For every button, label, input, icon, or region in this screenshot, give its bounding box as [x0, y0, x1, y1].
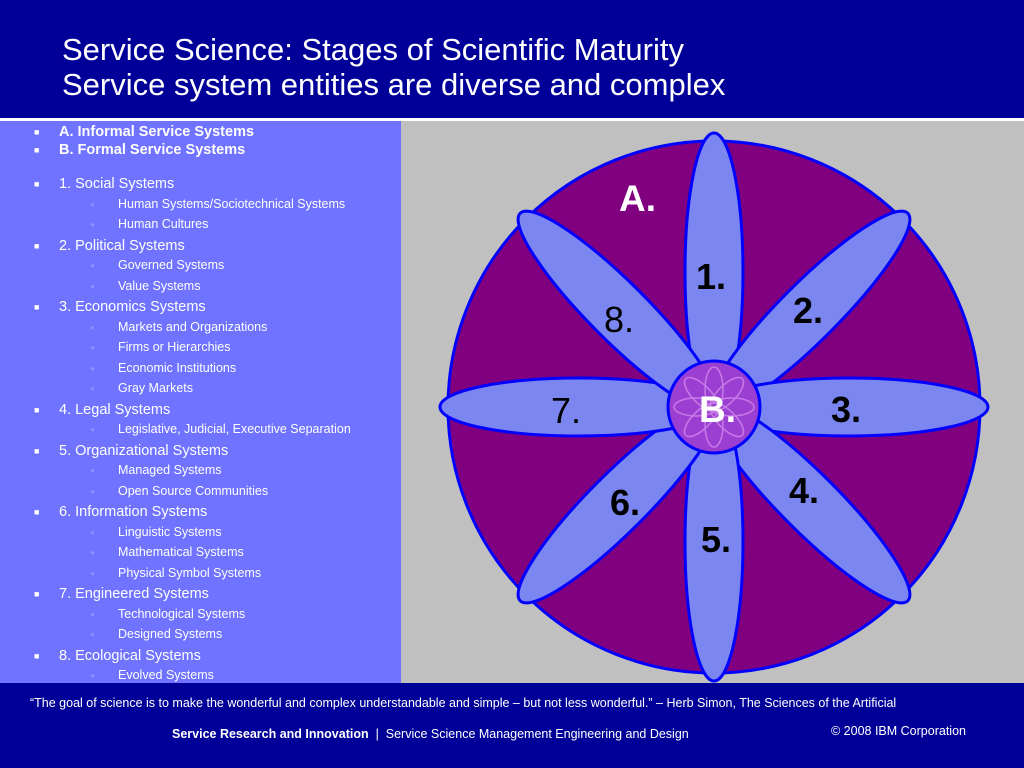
category-item-text: 8. Ecological Systems: [59, 647, 201, 664]
entity-list-panel: ■ A. Informal Service Systems ■ B. Formal S…: [0, 121, 401, 703]
footer-bar: [0, 683, 1024, 768]
petal-label-4: 4.: [789, 470, 819, 511]
bullet-icon: ●: [90, 568, 95, 578]
bullet-icon: ■: [34, 589, 40, 599]
footer-credits: Service Research and Innovation | Servic…: [172, 727, 689, 741]
bullet-icon: ■: [34, 650, 40, 661]
bullet-icon: ■: [34, 445, 40, 456]
bullet-icon: ■: [34, 240, 40, 251]
bullet-icon: ■: [34, 404, 40, 415]
subcategory-item-text: Governed Systems: [118, 258, 225, 272]
petal-label-1: 1.: [696, 256, 726, 297]
category-item-text: 1. Social Systems: [59, 176, 175, 192]
footer-quote: “The goal of science is to make the wond…: [30, 696, 897, 710]
subcategory-item-text: Human Cultures: [118, 217, 209, 231]
subcategory-item-text: Designed Systems: [118, 627, 223, 641]
bullet-icon: ●: [90, 363, 95, 373]
petal-label-8: 8.: [604, 299, 634, 340]
header-bar: [0, 0, 1024, 118]
subcategory-item-text: Legislative, Judicial, Executive Separat…: [118, 422, 351, 436]
subcategory-item-text: Linguistic Systems: [118, 524, 222, 539]
category-item-text: 4. Legal Systems: [59, 401, 171, 418]
subcategory-item-text: Markets and Organizations: [118, 319, 268, 334]
subcategory-item-text: Economic Institutions: [118, 360, 237, 375]
bullet-icon: ■: [34, 507, 40, 517]
center-pattern: [673, 366, 755, 448]
formal-item-text: A. Informal Service Systems: [59, 124, 255, 140]
category-item-text: 2. Political Systems: [59, 237, 185, 254]
bullet-icon: ●: [90, 384, 95, 393]
footer-org: Service Research and Innovation: [172, 727, 369, 741]
petals-group: [438, 131, 990, 683]
bullet-icon: ●: [90, 343, 95, 352]
bullet-icon: ■: [34, 179, 40, 189]
bullet-icon: ●: [90, 281, 95, 291]
petal-label-2: 2.: [793, 290, 823, 331]
bullet-icon: ●: [90, 425, 95, 434]
slide-title: Service Science: Stages of Scientific Ma…: [62, 32, 684, 67]
subcategory-item-text: Open Source Communities: [118, 483, 269, 498]
subcategory-item-text: Value Systems: [118, 278, 201, 293]
header-divider: [0, 118, 1024, 121]
bullet-icon: ■: [34, 302, 40, 312]
bullet-icon: ●: [90, 199, 95, 209]
petal-label-3: 3.: [831, 389, 861, 430]
slide-subtitle: Service system entities are diverse and …: [62, 67, 726, 102]
bullet-icon: ●: [90, 630, 95, 639]
category-item-text: 6. Information Systems: [59, 504, 208, 520]
subcategory-item-text: Physical Symbol Systems: [118, 565, 262, 580]
bullet-icon: ●: [90, 486, 95, 496]
petal-label-7: 7.: [551, 390, 581, 431]
center-label: B.: [699, 389, 736, 430]
bullet-icon: ■: [34, 145, 40, 155]
flower-diagram: A. B. 1. 2. 3. 4. 5. 6. 7. 8.: [438, 131, 990, 683]
outer-label: A.: [619, 178, 656, 219]
bullet-icon: ■: [34, 127, 40, 137]
bullet-icon: ●: [90, 261, 95, 270]
petal-label-6: 6.: [610, 482, 640, 523]
category-item-text: 5. Organizational Systems: [59, 442, 229, 459]
footer-program: Service Science Management Engineering a…: [385, 727, 689, 741]
footer-separator: |: [375, 727, 379, 741]
formal-item-text: B. Formal Service Systems: [59, 142, 246, 158]
petal-label-5: 5.: [701, 519, 731, 560]
bullet-icon: ●: [90, 322, 95, 332]
bullet-icon: ●: [90, 220, 95, 229]
bullet-icon: ●: [90, 527, 95, 537]
bullet-icon: ●: [90, 466, 95, 475]
subcategory-item-text: Evolved Systems: [118, 668, 214, 682]
category-item-text: 7. Engineered Systems: [59, 586, 209, 602]
subcategory-item-text: Managed Systems: [118, 463, 222, 477]
subcategory-item-text: Human Systems/Sociotechnical Systems: [118, 196, 346, 211]
bullet-icon: ●: [90, 548, 95, 557]
subcategory-item-text: Gray Markets: [118, 381, 194, 395]
subcategory-item-text: Mathematical Systems: [118, 545, 244, 559]
center-pattern-petal: [683, 376, 719, 412]
footer-copyright: © 2008 IBM Corporation: [831, 724, 966, 738]
subcategory-item-text: Firms or Hierarchies: [118, 340, 231, 354]
category-item-text: 3. Economics Systems: [59, 299, 206, 315]
bullet-icon: ●: [90, 609, 95, 619]
bullet-icon: ●: [90, 671, 95, 680]
center-circle: [666, 359, 762, 455]
subcategory-item-text: Technological Systems: [118, 606, 246, 621]
